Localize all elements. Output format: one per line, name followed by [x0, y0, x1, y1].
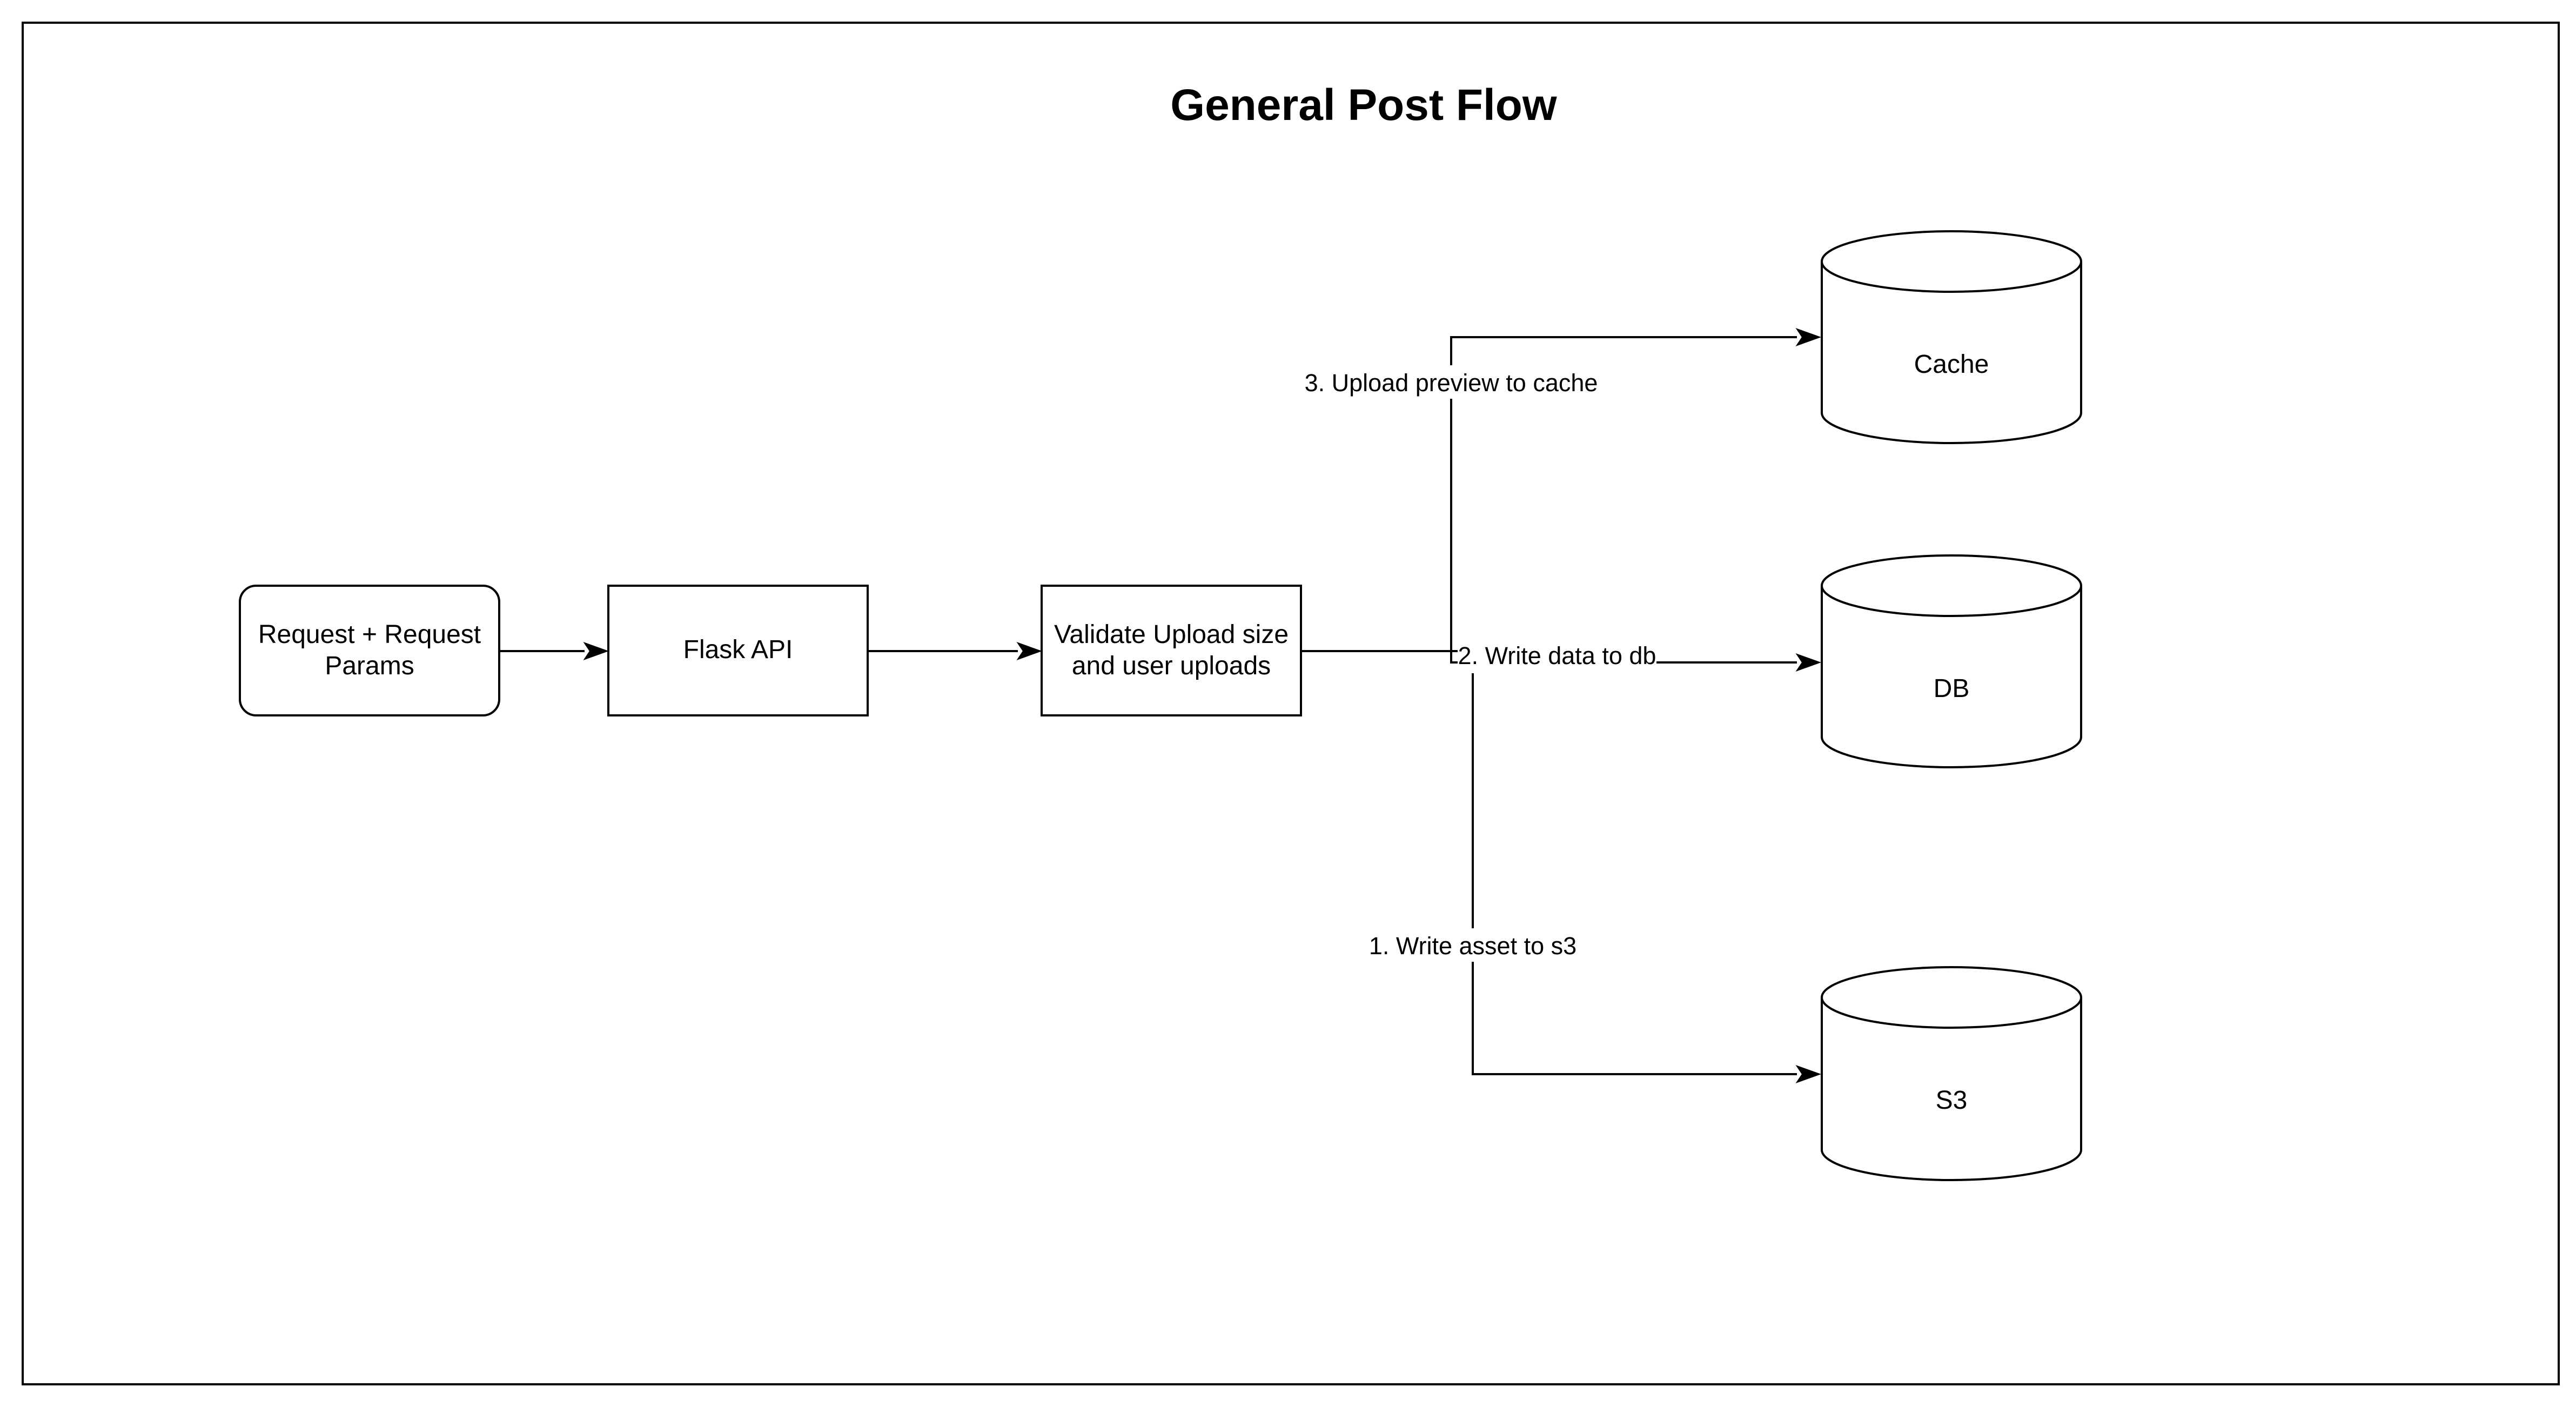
arrowhead-icon — [1016, 642, 1042, 660]
diagram-title: General Post Flow — [1170, 81, 1557, 130]
node-s3-label: S3 — [1936, 1086, 1968, 1115]
edge-label-write-data: 2. Write data to db — [1458, 642, 1656, 669]
node-flask-api-label: Flask API — [683, 635, 793, 664]
node-cache: Cache — [1821, 230, 2082, 444]
node-request-label-line2: Params — [325, 652, 414, 680]
edge-validate-to-cache — [1300, 328, 1821, 652]
edge-label-write-asset: 1. Write asset to s3 — [1369, 932, 1577, 960]
node-db: DB — [1821, 554, 2082, 768]
edge-flask-to-validate — [868, 642, 1042, 660]
edge-validate-to-db — [1450, 651, 1821, 672]
node-validate-label-line2: and user uploads — [1072, 652, 1271, 680]
arrowhead-icon — [1795, 1065, 1821, 1083]
arrowhead-icon — [583, 642, 609, 660]
node-db-label: DB — [1934, 674, 1970, 703]
node-s3: S3 — [1821, 966, 2082, 1181]
node-cache-label: Cache — [1914, 350, 1989, 379]
arrowhead-icon — [1795, 328, 1821, 346]
edge-request-to-flask — [499, 642, 609, 660]
node-flask-api: Flask API — [607, 585, 869, 716]
node-request: Request + Request Params — [239, 585, 500, 716]
cache-cylinder-icon — [1821, 262, 2082, 444]
arrowhead-icon — [1795, 653, 1821, 672]
edge-label-upload-preview: 3. Upload preview to cache — [1305, 369, 1598, 397]
db-cylinder-icon — [1821, 586, 2082, 768]
s3-cylinder-icon — [1821, 997, 2082, 1181]
node-validate-upload: Validate Upload size and user uploads — [1041, 585, 1302, 716]
node-validate-label-line1: Validate Upload size — [1054, 620, 1289, 649]
node-request-label-line1: Request + Request — [258, 620, 481, 649]
